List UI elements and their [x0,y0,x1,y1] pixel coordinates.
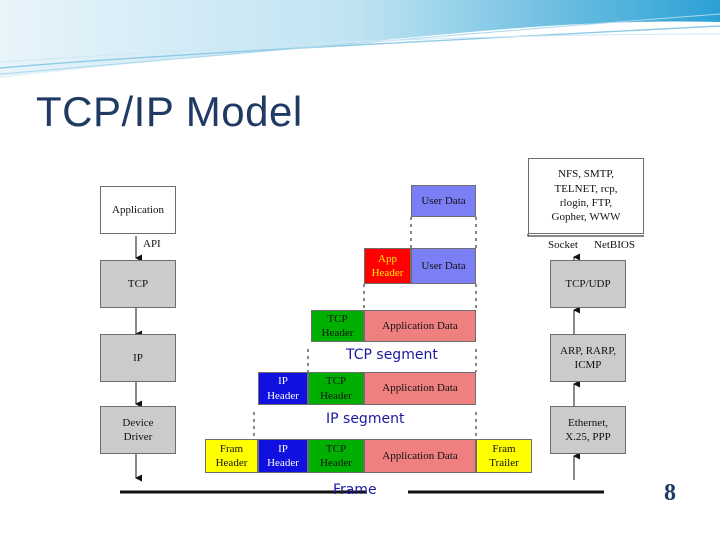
application-layer-box: Application [100,186,176,234]
application-data-box-2: Application Data [364,372,476,405]
ip-header-box-2: IP Header [258,439,308,473]
services-box: NFS, SMTP, TELNET, rcp, rlogin, FTP, Gop… [528,158,644,234]
api-label: API [143,238,161,250]
slide-title: TCP/IP Model [36,88,303,135]
page-number: 8 [664,480,676,506]
ethernet-layer-box: Ethernet, X.25, PPP [550,406,626,454]
ip-header-box-1: IP Header [258,372,308,405]
ip-segment-label: IP segment [326,411,405,427]
application-data-box-1: Application Data [364,310,476,342]
tcp-udp-layer-box: TCP/UDP [550,260,626,308]
user-data-box-2: User Data [411,248,476,284]
tcp-segment-label: TCP segment [346,347,438,363]
application-data-box-3: Application Data [364,439,476,473]
tcp-layer-box: TCP [100,260,176,308]
device-driver-layer-box: Device Driver [100,406,176,454]
header-swoosh-decoration [0,0,720,78]
socket-label: Socket [548,239,578,251]
arp-rarp-icmp-layer-box: ARP, RARP, ICMP [550,334,626,382]
user-data-box-1: User Data [411,185,476,217]
app-header-box: App Header [364,248,411,284]
ip-layer-box: IP [100,334,176,382]
netbios-label: NetBIOS [594,239,635,251]
frame-header-box: Fram Header [205,439,258,473]
tcp-ip-diagram: Application API TCP IP Device Driver NFS… [96,158,644,500]
frame-label: Frame [333,482,377,498]
frame-trailer-box: Fram Trailer [476,439,532,473]
tcp-header-box-1: TCP Header [311,310,364,342]
tcp-header-box-3: TCP Header [308,439,364,473]
tcp-header-box-2: TCP Header [308,372,364,405]
